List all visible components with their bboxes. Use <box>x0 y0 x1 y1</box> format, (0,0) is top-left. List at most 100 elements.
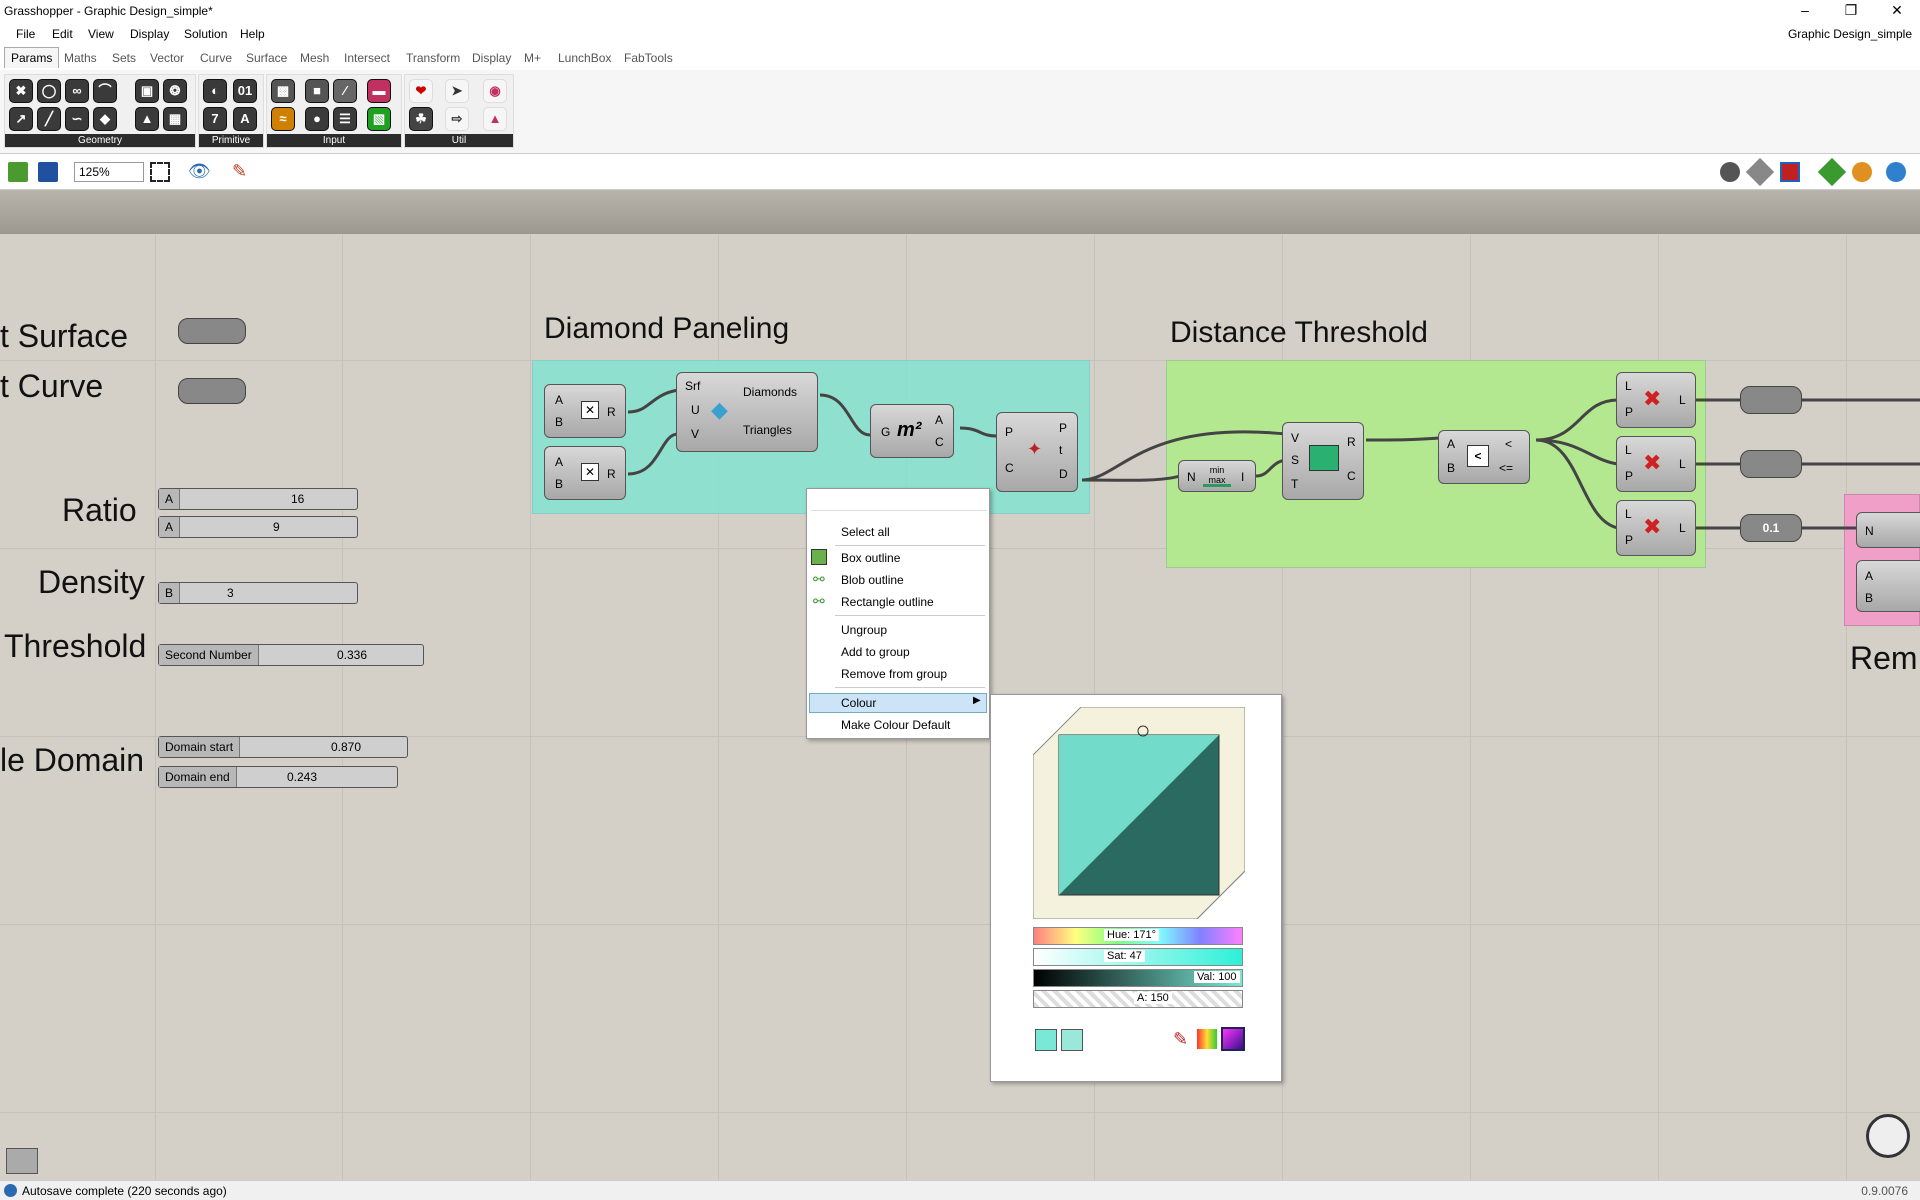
colour-cube-icon[interactable] <box>1221 1027 1245 1051</box>
menu-display[interactable]: Display <box>130 27 170 41</box>
data-input-icon[interactable]: ➤ <box>445 79 469 103</box>
tab-surface[interactable]: Surface <box>246 51 288 65</box>
cherry-picker-icon[interactable]: ❤ <box>409 79 433 103</box>
point-param-icon[interactable]: ✖ <box>9 79 33 103</box>
bounds-component[interactable]: N min max I <box>1178 460 1256 492</box>
line-param-icon[interactable]: ╱ <box>37 107 61 131</box>
menu-colour-highlight[interactable] <box>809 693 987 713</box>
threshold-slider[interactable]: Second Number 0.336 <box>158 644 424 666</box>
display-sphere-icon[interactable] <box>1886 162 1906 182</box>
graph-mapper-icon[interactable]: ≈ <box>271 107 295 131</box>
mesh-param-icon[interactable]: ▦ <box>163 107 187 131</box>
cull-pattern-component[interactable]: L P ✖ L <box>1616 436 1696 492</box>
value-bar[interactable]: Val: 100 <box>1033 969 1243 987</box>
minimize-button[interactable]: – <box>1801 2 1809 18</box>
button-object-icon[interactable]: ■ <box>305 79 329 103</box>
alpha-bar[interactable]: A: 150 <box>1033 990 1243 1008</box>
hue-bar[interactable]: Hue: 171° <box>1033 927 1243 945</box>
material-preview-icon[interactable] <box>1852 162 1872 182</box>
tab-params[interactable]: Params <box>4 47 60 68</box>
number-param-right[interactable]: 0.1 <box>1740 514 1802 542</box>
diamond-panels-component[interactable]: Srf U V ◆ Diamonds Triangles <box>676 372 818 452</box>
plane-param-icon[interactable]: ◆ <box>93 107 117 131</box>
arc-param-icon[interactable]: ⌒ <box>93 79 117 103</box>
menu-add-to-group[interactable]: Add to group <box>841 645 910 659</box>
save-file-icon[interactable] <box>38 162 58 182</box>
boolean-param-icon[interactable]: ◐ <box>203 79 227 103</box>
curve-param[interactable] <box>178 378 246 404</box>
preview-eye-icon[interactable]: 👁 <box>188 161 211 181</box>
navigation-dial-icon[interactable] <box>1866 1114 1910 1158</box>
cull-pattern-component[interactable]: L P ✖ L <box>1616 500 1696 556</box>
menu-make-colour-default[interactable]: Make Colour Default <box>841 718 951 732</box>
flask-icon[interactable]: ▲ <box>483 107 507 131</box>
box-param-icon[interactable]: ▣ <box>135 79 159 103</box>
brep-param-icon[interactable]: ❂ <box>163 79 187 103</box>
galapagos-icon[interactable]: ◉ <box>483 79 507 103</box>
bounds-mini-icon[interactable] <box>6 1148 38 1174</box>
menu-remove-from-group[interactable]: Remove from group <box>841 667 948 681</box>
menu-ungroup[interactable]: Ungroup <box>841 623 888 637</box>
menu-rectangle-outline[interactable]: Rectangle outline <box>841 595 934 609</box>
menu-select-all[interactable]: Select all <box>841 525 890 539</box>
saturation-bar[interactable]: Sat: 47 <box>1033 948 1243 966</box>
preview-shaded-icon[interactable] <box>1745 157 1775 187</box>
tab-display[interactable]: Display <box>472 51 512 65</box>
tab-maths[interactable]: Maths <box>64 51 97 65</box>
grasshopper-canvas[interactable]: Diamond Paneling Distance Threshold t Su… <box>0 190 1920 1180</box>
circle-param-icon[interactable]: ◯ <box>37 79 61 103</box>
group-name-field[interactable] <box>811 493 987 511</box>
previous-colour-swatch[interactable] <box>1061 1029 1083 1051</box>
multiplication-component[interactable]: A B ✕ R <box>544 446 626 500</box>
integer-param-icon[interactable]: 01 <box>233 79 257 103</box>
zoom-dropdown[interactable]: 125% <box>74 162 144 182</box>
preview-selected-icon[interactable] <box>1780 162 1800 182</box>
colour-cursor[interactable] <box>1137 725 1149 737</box>
restore-button[interactable]: ❐ <box>1844 2 1858 18</box>
bounds-component-right[interactable]: N <box>1856 512 1920 548</box>
gradient-icon[interactable]: ▬ <box>367 79 391 103</box>
ratio-slider-a2[interactable]: A 9 <box>158 516 358 538</box>
menu-help[interactable]: Help <box>240 27 265 41</box>
menu-colour[interactable]: Colour <box>841 696 877 710</box>
tab-lunchbox[interactable]: LunchBox <box>558 51 612 65</box>
sort-list-component[interactable]: V S T R C <box>1282 422 1364 500</box>
menu-view[interactable]: View <box>88 27 114 41</box>
tab-vector[interactable]: Vector <box>150 51 185 65</box>
open-file-icon[interactable] <box>8 162 28 182</box>
menu-file[interactable]: File <box>16 27 36 41</box>
matrix-icon[interactable]: ▧ <box>367 107 391 131</box>
fitness-tree-icon[interactable]: ☘ <box>409 107 433 131</box>
zoom-extents-icon[interactable] <box>150 162 170 182</box>
colour-cube[interactable] <box>1033 707 1245 919</box>
number-param-icon[interactable]: 7 <box>203 107 227 131</box>
domain-start-slider[interactable]: Domain start 0.870 <box>158 736 408 758</box>
cull-pattern-component[interactable]: L P ✖ L <box>1616 372 1696 428</box>
sketch-brush-icon[interactable]: ✎ <box>232 161 248 181</box>
text-param-icon[interactable]: A <box>233 107 257 131</box>
surface-param[interactable] <box>178 318 246 344</box>
tab-mplus[interactable]: M+ <box>524 51 542 65</box>
boolean-toggle-icon[interactable]: ▩ <box>271 79 295 103</box>
menu-blob-outline[interactable]: Blob outline <box>841 573 904 587</box>
point-param-right[interactable] <box>1740 450 1802 478</box>
smaller-than-component[interactable]: A B < < <= <box>1438 430 1530 484</box>
value-list-icon[interactable]: ☰ <box>333 107 357 131</box>
surface-param-icon[interactable]: ▲ <box>135 107 159 131</box>
area-component[interactable]: G m² A C <box>870 404 954 458</box>
menu-box-outline[interactable]: Box outline <box>841 551 901 565</box>
curve-closest-point-component[interactable]: P C ✦ P t D <box>996 412 1078 492</box>
polyline-param-icon[interactable]: ∽ <box>65 107 89 131</box>
curve-param-icon[interactable]: ∞ <box>65 79 89 103</box>
tab-transform[interactable]: Transform <box>406 51 461 65</box>
preview-wire-icon[interactable] <box>1720 162 1740 182</box>
document-preview-icon[interactable] <box>1817 157 1847 187</box>
curve-param-right[interactable] <box>1740 386 1802 414</box>
tab-fabtools[interactable]: FabTools <box>624 51 673 65</box>
menu-edit[interactable]: Edit <box>52 27 73 41</box>
close-button[interactable]: ✕ <box>1891 2 1903 18</box>
data-output-icon[interactable]: ⇨ <box>445 107 469 131</box>
current-colour-swatch[interactable] <box>1035 1029 1057 1051</box>
tab-curve[interactable]: Curve <box>200 51 233 65</box>
vector-param-icon[interactable]: ↗ <box>9 107 33 131</box>
